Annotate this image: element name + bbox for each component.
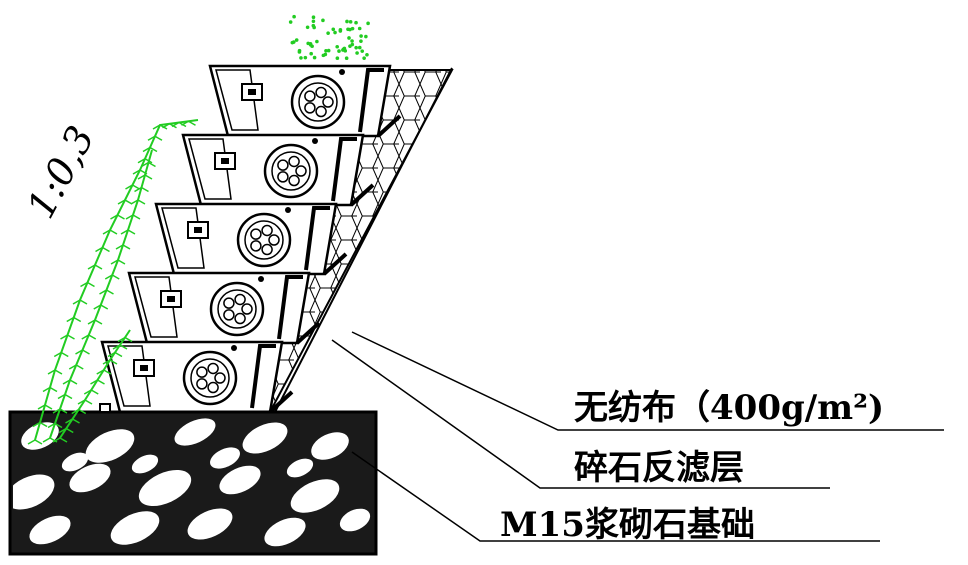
foundation-label: M15浆砌石基础 xyxy=(500,497,755,546)
eco-block xyxy=(129,273,319,343)
gravel-filter-label: 碎石反滤层 xyxy=(574,440,744,489)
geotextile-label: 无纺布（400g/m²) xyxy=(574,380,884,429)
eco-block xyxy=(183,135,373,205)
foundation-key xyxy=(100,404,110,412)
eco-block xyxy=(102,342,292,412)
eco-block xyxy=(210,66,400,136)
eco-block xyxy=(156,204,346,274)
masonry-foundation xyxy=(0,412,376,554)
